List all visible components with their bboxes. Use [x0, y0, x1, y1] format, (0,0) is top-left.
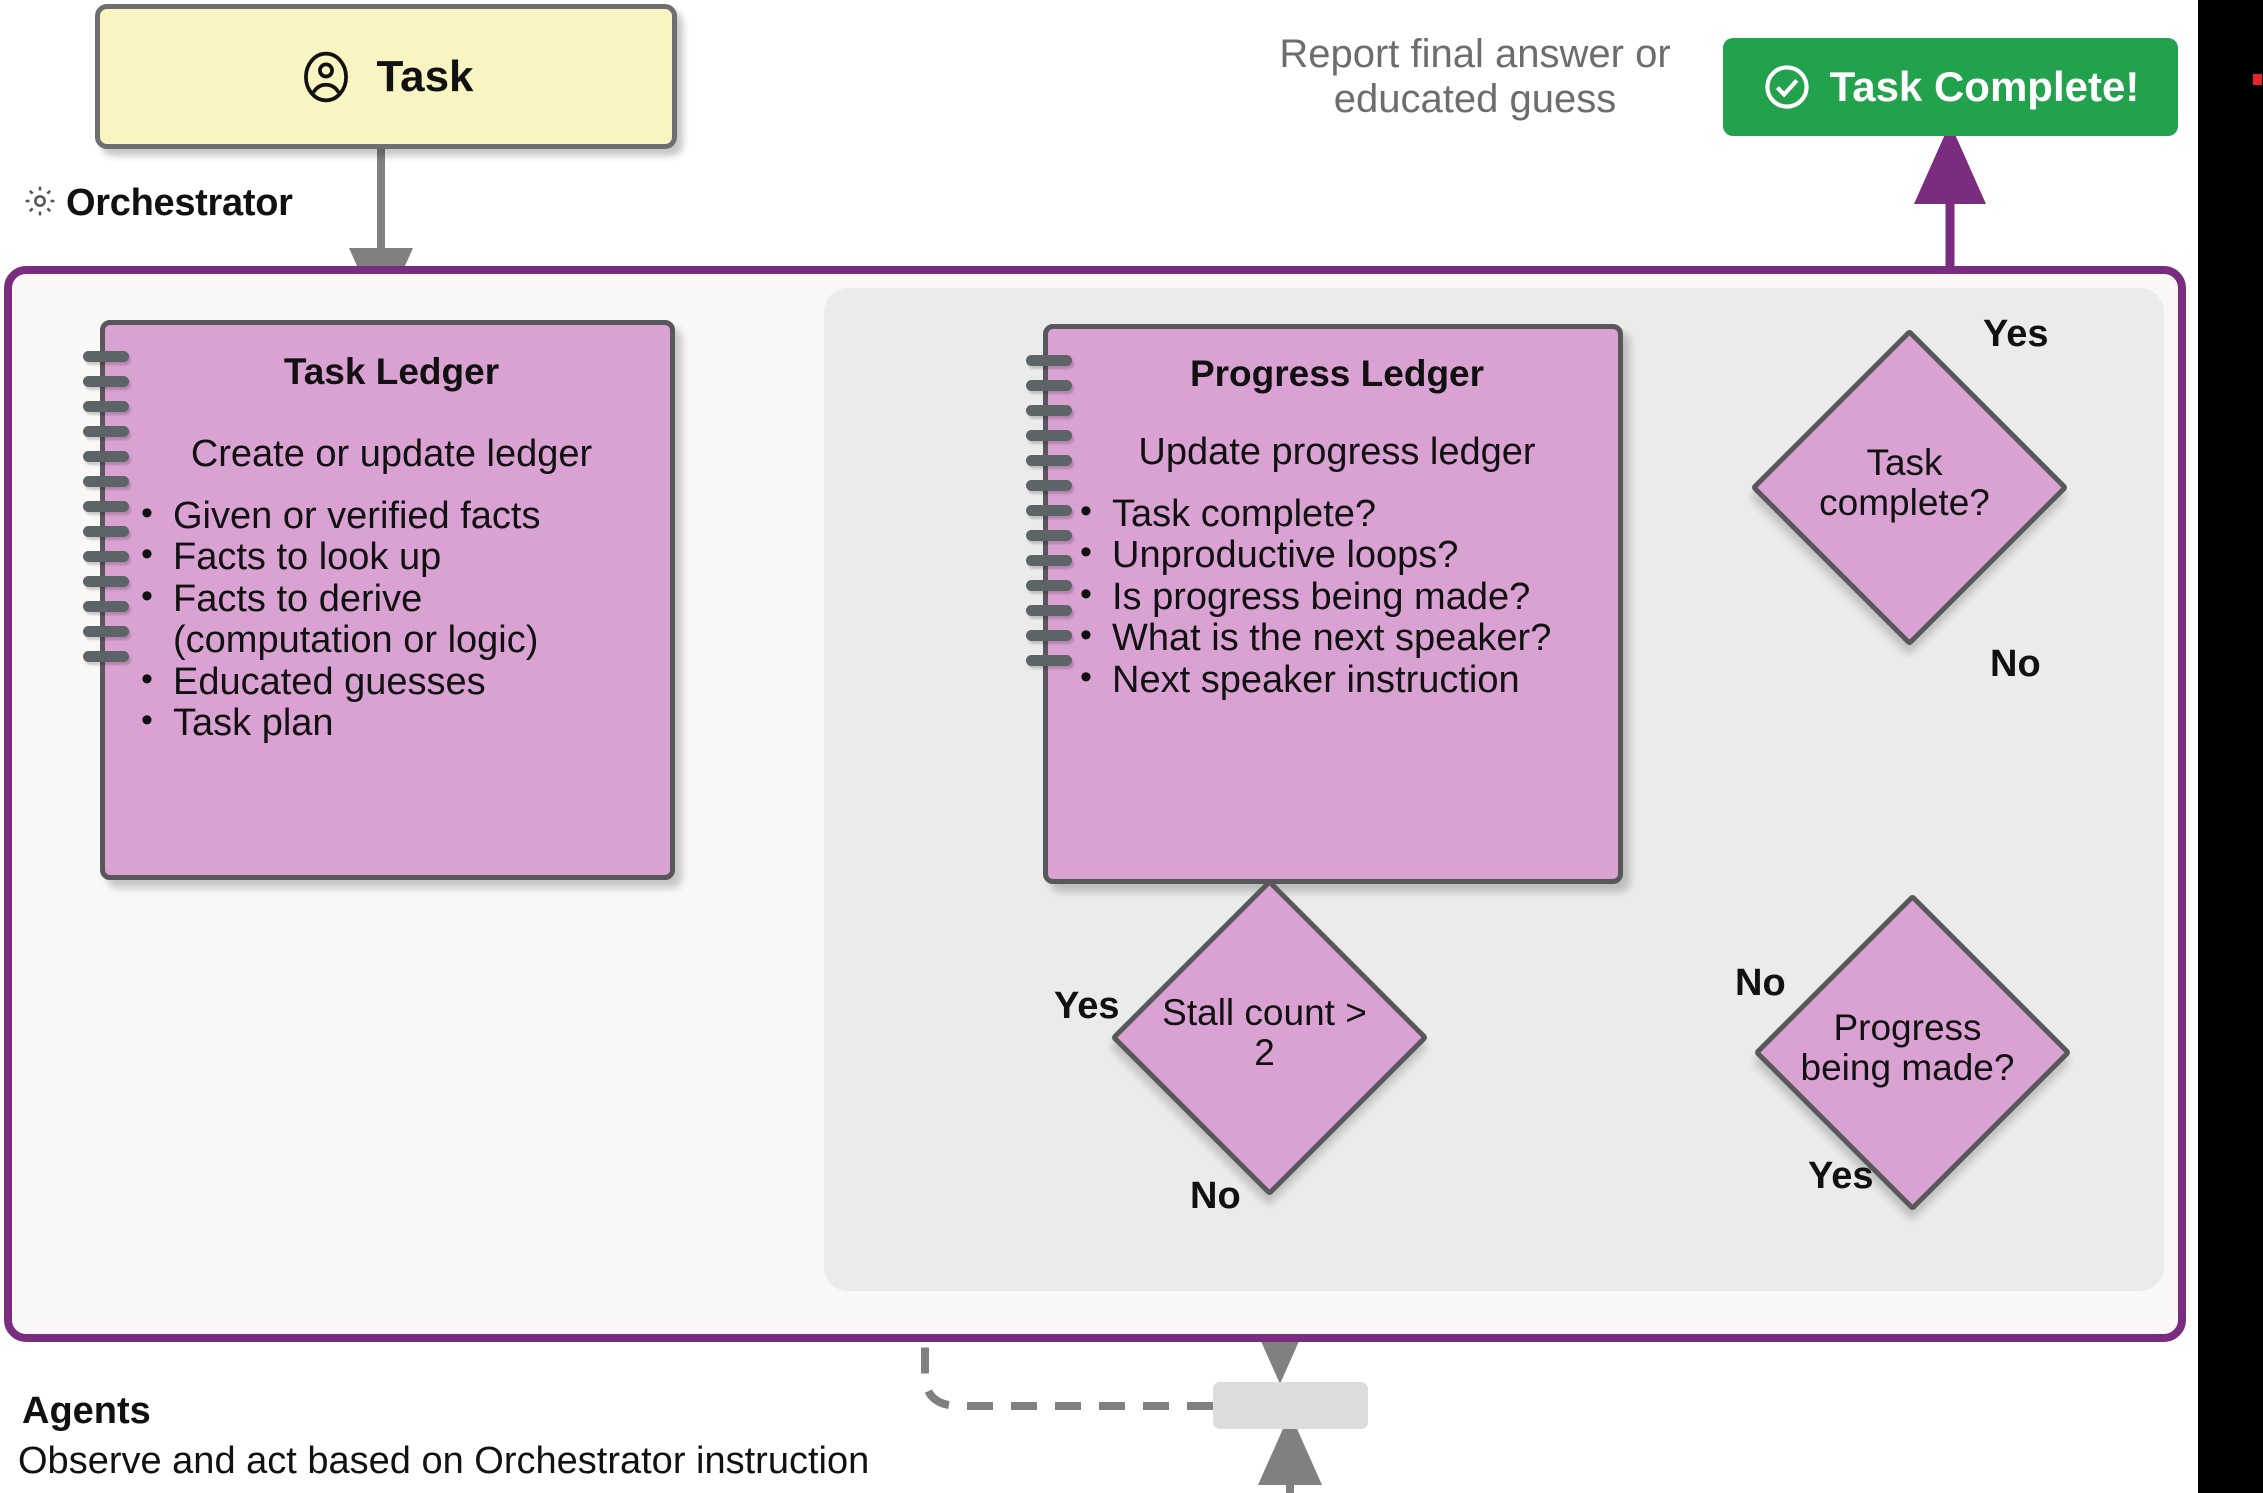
right-edge-bar: [2198, 0, 2263, 1493]
decision-task-complete[interactable]: Task complete?: [1750, 328, 2069, 647]
list-item: Unproductive loops?: [1070, 534, 1604, 576]
agent-node[interactable]: [1213, 1382, 1368, 1429]
task-ledger-title: Task Ledger: [283, 351, 500, 392]
edge-label-task-complete-no: No: [1990, 643, 2041, 685]
decision-progress-being-made-label: Progress being made?: [1800, 1007, 2015, 1088]
orchestrator-label: Orchestrator: [22, 182, 293, 225]
decision-stall-count-label: Stall count > 2: [1162, 992, 1367, 1073]
edge-label-task-complete-yes: Yes: [1983, 313, 2049, 355]
gear-icon: [22, 183, 58, 224]
agents-title: Agents: [22, 1390, 151, 1432]
task-ledger-subtitle: Create or update ledger: [190, 433, 593, 475]
decision-progress-being-made[interactable]: Progress being made?: [1753, 893, 2072, 1212]
edge-label-stall-yes: Yes: [1054, 985, 1120, 1027]
progress-ledger-card[interactable]: Progress Ledger Update progress ledger T…: [1026, 324, 1623, 884]
edge-label-progress-made-no: No: [1735, 962, 1786, 1004]
list-item: Is progress being made?: [1070, 576, 1604, 618]
list-item: Facts to derive (computation or logic): [131, 578, 652, 662]
list-item: What is the next speaker?: [1070, 617, 1604, 659]
task-card[interactable]: Task: [95, 4, 677, 149]
progress-ledger-list: Task complete? Unproductive loops? Is pr…: [1070, 493, 1604, 701]
decision-task-complete-label: Task complete?: [1819, 442, 1990, 523]
edge-label-progress-made-yes: Yes: [1808, 1155, 1874, 1197]
report-caption: Report final answer or educated guess: [1279, 32, 1671, 121]
list-item: Next speaker instruction: [1070, 659, 1604, 701]
check-circle-icon: [1762, 62, 1812, 112]
progress-ledger-title: Progress Ledger: [1189, 353, 1485, 394]
list-item: Facts to look up: [131, 536, 652, 578]
task-ledger-card[interactable]: Task Ledger Create or update ledger Give…: [83, 320, 675, 880]
task-card-label: Task: [376, 51, 474, 101]
task-complete-badge[interactable]: Task Complete!: [1723, 38, 2178, 136]
task-complete-badge-label: Task Complete!: [1829, 63, 2140, 110]
edge-label-stall-no: No: [1190, 1175, 1241, 1217]
red-marker-dot: [2253, 74, 2262, 85]
orchestrator-label-text: Orchestrator: [66, 182, 293, 224]
list-item: Task plan: [131, 702, 652, 744]
list-item: Task complete?: [1070, 493, 1604, 535]
agents-description: Observe and act based on Orchestrator in…: [18, 1440, 870, 1482]
progress-ledger-subtitle: Update progress ledger: [1138, 431, 1536, 473]
list-item: Given or verified facts: [131, 495, 652, 537]
task-ledger-list: Given or verified facts Facts to look up…: [131, 495, 652, 744]
decision-stall-count[interactable]: Stall count > 2: [1110, 878, 1429, 1197]
person-circle-icon: [298, 49, 354, 105]
list-item: Educated guesses: [131, 661, 652, 703]
